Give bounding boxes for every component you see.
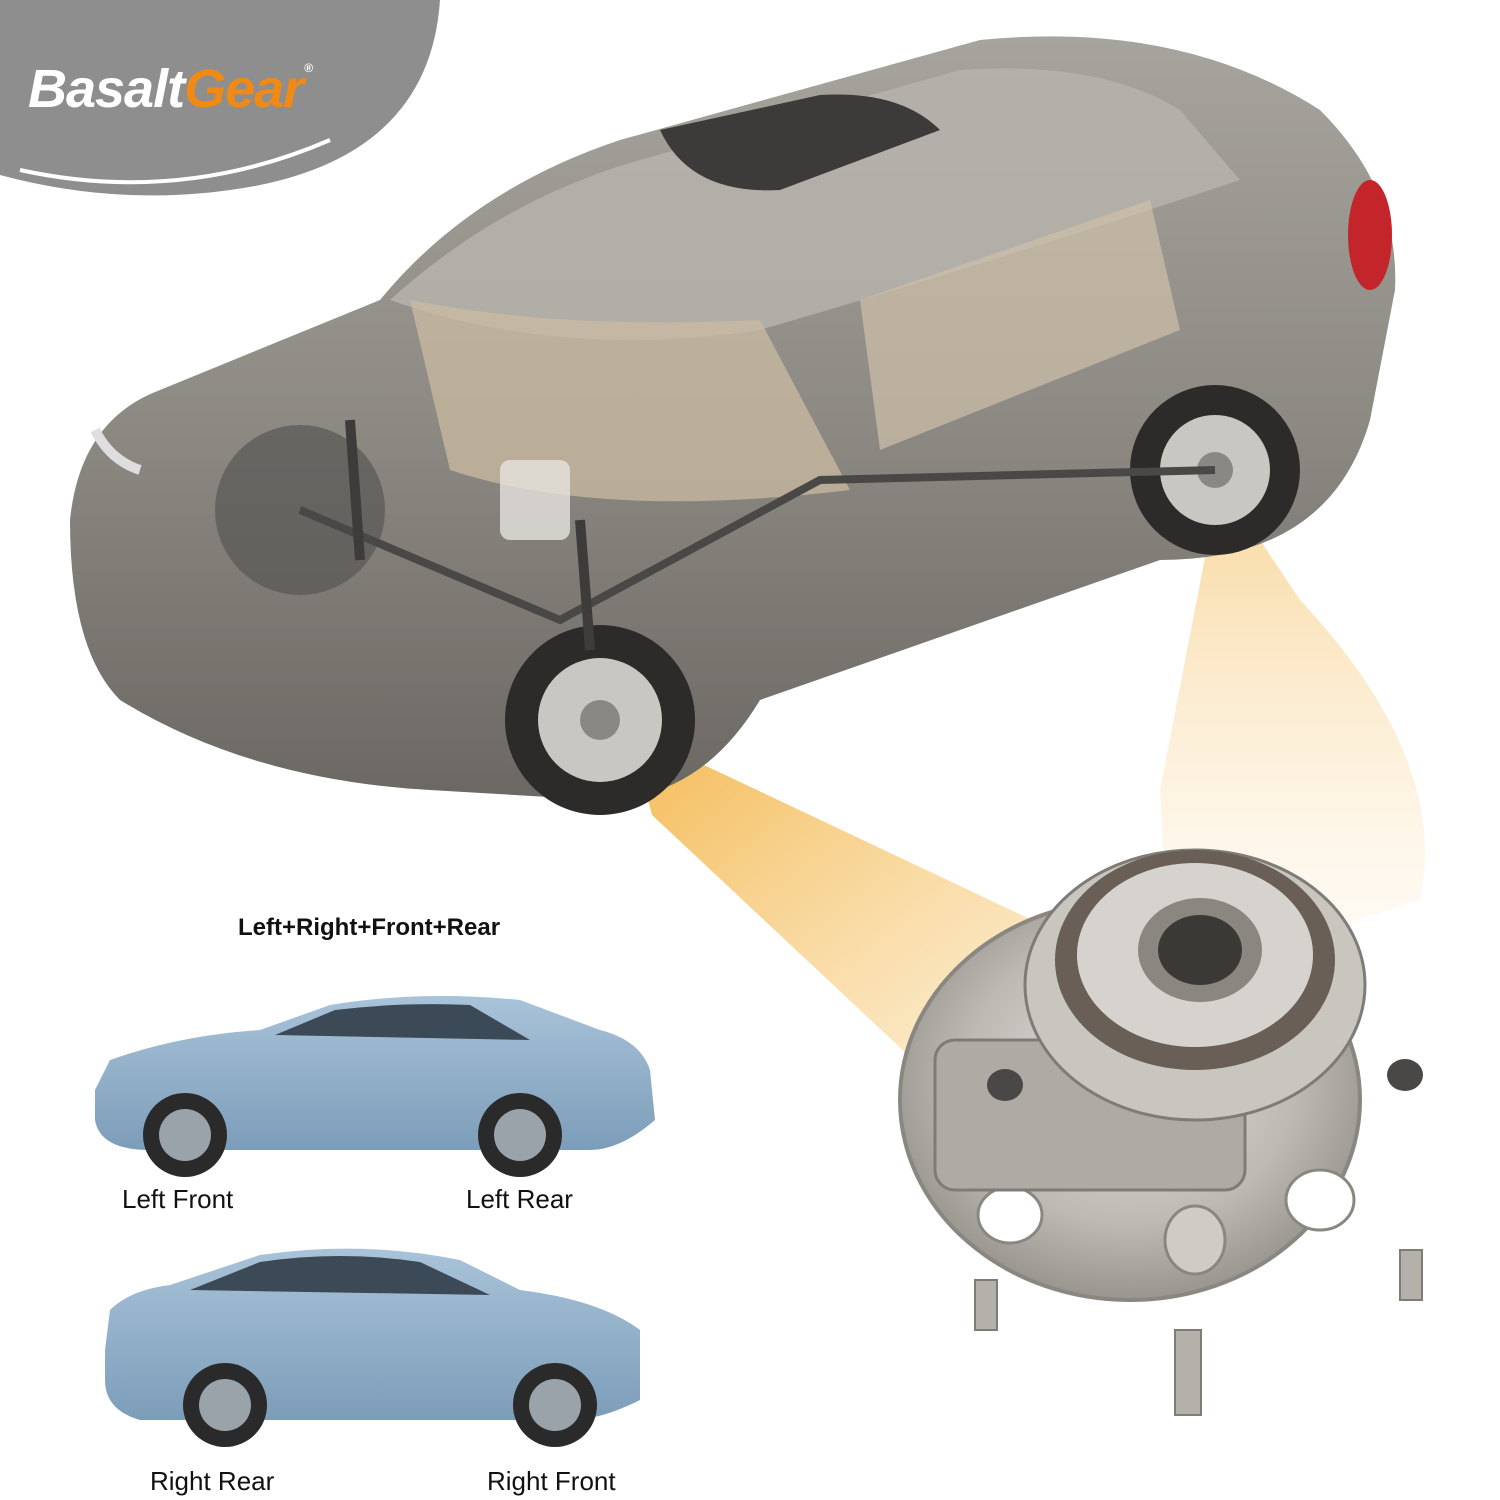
- brand-name-part1: Basalt: [28, 59, 185, 119]
- brand-badge: [0, 0, 440, 196]
- fitment-headline: Left+Right+Front+Rear: [238, 914, 501, 941]
- registered-mark: ®: [304, 61, 313, 75]
- brand-name-part2: Gear: [184, 59, 304, 119]
- wheel-hub-bearing-icon: [898, 848, 1423, 1416]
- label-left-front: Left Front: [122, 1184, 234, 1214]
- label-right-front: Right Front: [487, 1466, 616, 1496]
- label-right-rear: Right Rear: [150, 1466, 275, 1496]
- cutaway-car-icon: [70, 36, 1396, 815]
- brand-logo: BasaltGear®: [28, 59, 313, 119]
- sedan-left-side-icon: [95, 996, 655, 1177]
- sedan-right-side-icon: [105, 1248, 640, 1447]
- label-left-rear: Left Rear: [466, 1184, 573, 1214]
